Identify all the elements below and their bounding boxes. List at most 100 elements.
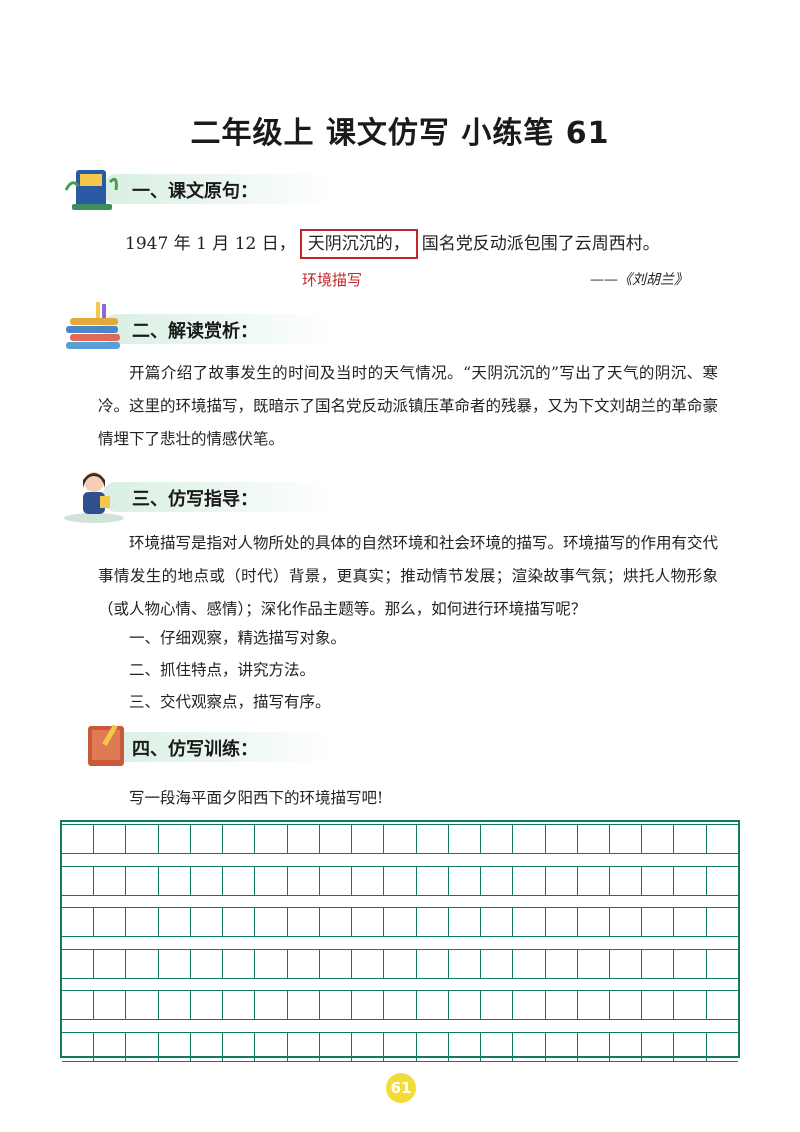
grid-cell[interactable] <box>578 908 610 937</box>
grid-cell[interactable] <box>159 949 191 978</box>
grid-cell[interactable] <box>352 825 385 853</box>
grid-cell[interactable] <box>352 1033 385 1061</box>
grid-cell[interactable] <box>578 949 610 978</box>
grid-cell[interactable] <box>578 825 610 853</box>
grid-cell[interactable] <box>481 991 514 1020</box>
grid-cell[interactable] <box>481 949 514 978</box>
grid-cell[interactable] <box>417 1033 449 1061</box>
grid-cell[interactable] <box>320 908 353 937</box>
grid-cell[interactable] <box>707 1033 738 1061</box>
grid-cell[interactable] <box>578 991 610 1020</box>
grid-cell[interactable] <box>159 991 191 1020</box>
grid-cell[interactable] <box>352 991 385 1020</box>
grid-cell[interactable] <box>126 991 159 1020</box>
grid-cell[interactable] <box>546 949 578 978</box>
grid-cell[interactable] <box>449 866 482 895</box>
grid-cell[interactable] <box>610 866 643 895</box>
grid-cell[interactable] <box>513 866 546 895</box>
grid-cell[interactable] <box>384 866 417 895</box>
grid-cell[interactable] <box>546 991 578 1020</box>
grid-cell[interactable] <box>62 1033 95 1061</box>
grid-cell[interactable] <box>255 991 288 1020</box>
grid-cell[interactable] <box>94 866 127 895</box>
grid-cell[interactable] <box>642 825 675 853</box>
grid-cell[interactable] <box>320 1033 353 1061</box>
grid-cell[interactable] <box>126 866 159 895</box>
grid-cell[interactable] <box>546 866 578 895</box>
grid-cell[interactable] <box>417 949 449 978</box>
grid-cell[interactable] <box>255 825 288 853</box>
grid-cell[interactable] <box>191 1033 224 1061</box>
grid-cell[interactable] <box>449 825 482 853</box>
grid-cell[interactable] <box>449 908 482 937</box>
writing-grid[interactable] <box>60 820 740 1062</box>
grid-cell[interactable] <box>449 949 482 978</box>
grid-cell[interactable] <box>384 1033 417 1061</box>
grid-cell[interactable] <box>384 991 417 1020</box>
grid-cell[interactable] <box>352 866 385 895</box>
grid-cell[interactable] <box>513 991 546 1020</box>
grid-cell[interactable] <box>513 1033 546 1061</box>
grid-cell[interactable] <box>481 866 514 895</box>
grid-cell[interactable] <box>320 949 353 978</box>
grid-cell[interactable] <box>288 991 320 1020</box>
grid-cell[interactable] <box>94 825 127 853</box>
grid-cell[interactable] <box>578 866 610 895</box>
grid-cell[interactable] <box>62 908 95 937</box>
grid-cell[interactable] <box>191 866 224 895</box>
grid-cell[interactable] <box>126 908 159 937</box>
grid-cell[interactable] <box>674 825 707 853</box>
grid-cell[interactable] <box>610 825 643 853</box>
grid-cell[interactable] <box>223 908 256 937</box>
grid-cell[interactable] <box>417 908 449 937</box>
grid-cell[interactable] <box>642 991 675 1020</box>
grid-cell[interactable] <box>546 825 578 853</box>
grid-cell[interactable] <box>352 949 385 978</box>
grid-cell[interactable] <box>384 949 417 978</box>
grid-cell[interactable] <box>255 866 288 895</box>
grid-cell[interactable] <box>513 825 546 853</box>
grid-cell[interactable] <box>288 866 320 895</box>
grid-cell[interactable] <box>384 825 417 853</box>
grid-cell[interactable] <box>191 991 224 1020</box>
grid-cell[interactable] <box>352 908 385 937</box>
grid-cell[interactable] <box>610 1033 643 1061</box>
grid-cell[interactable] <box>126 949 159 978</box>
grid-cell[interactable] <box>94 1033 127 1061</box>
grid-cell[interactable] <box>320 866 353 895</box>
grid-cell[interactable] <box>62 949 95 978</box>
grid-cell[interactable] <box>62 825 95 853</box>
grid-cell[interactable] <box>384 908 417 937</box>
grid-cell[interactable] <box>255 949 288 978</box>
grid-cell[interactable] <box>223 866 256 895</box>
grid-cell[interactable] <box>223 825 256 853</box>
grid-cell[interactable] <box>674 908 707 937</box>
grid-cell[interactable] <box>320 991 353 1020</box>
grid-cell[interactable] <box>159 908 191 937</box>
grid-cell[interactable] <box>707 825 738 853</box>
grid-cell[interactable] <box>417 866 449 895</box>
grid-cell[interactable] <box>707 991 738 1019</box>
grid-cell[interactable] <box>417 825 449 853</box>
grid-cell[interactable] <box>481 825 514 853</box>
grid-cell[interactable] <box>255 1033 288 1061</box>
grid-cell[interactable] <box>94 949 127 978</box>
grid-cell[interactable] <box>191 908 224 937</box>
grid-cell[interactable] <box>546 908 578 937</box>
grid-cell[interactable] <box>255 908 288 937</box>
grid-cell[interactable] <box>94 908 127 937</box>
grid-cell[interactable] <box>674 991 707 1020</box>
grid-cell[interactable] <box>126 825 159 853</box>
grid-cell[interactable] <box>513 949 546 978</box>
grid-cell[interactable] <box>674 1033 707 1061</box>
grid-cell[interactable] <box>191 825 224 853</box>
grid-cell[interactable] <box>288 908 320 937</box>
grid-cell[interactable] <box>642 949 675 978</box>
grid-cell[interactable] <box>546 1033 578 1061</box>
grid-cell[interactable] <box>481 908 514 937</box>
grid-cell[interactable] <box>288 949 320 978</box>
grid-cell[interactable] <box>642 866 675 895</box>
grid-cell[interactable] <box>223 949 256 978</box>
grid-cell[interactable] <box>288 1033 320 1061</box>
grid-cell[interactable] <box>674 949 707 978</box>
